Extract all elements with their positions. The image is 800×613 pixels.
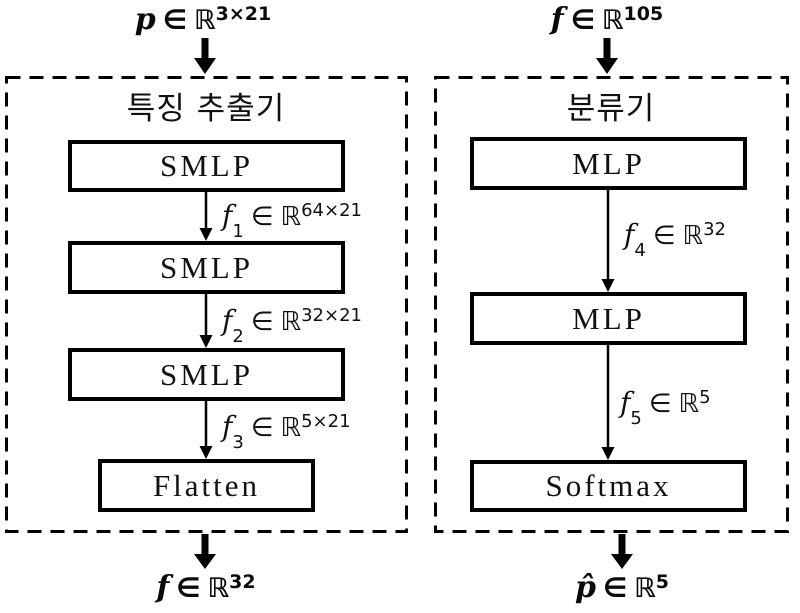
math-var: f: [222, 410, 233, 443]
flatten-box: Flatten: [98, 459, 315, 512]
math-sup: 32×21: [301, 305, 362, 326]
set-symbol: ℝ: [280, 413, 302, 443]
element-of-symbol: ∈: [250, 307, 274, 337]
edge-label-f1: f1 ∈ℝ64×21: [222, 199, 362, 240]
input-label-right: f∈ℝ105: [457, 2, 757, 37]
math-var: f: [222, 199, 233, 232]
math-var: f: [222, 304, 233, 337]
input-arrow-right: [596, 38, 618, 74]
element-of-symbol: ∈: [652, 221, 676, 251]
math-sup: 5: [699, 387, 711, 408]
math-var: f: [620, 386, 631, 419]
edge-arrow-f2: [199, 294, 213, 348]
math-sup: 5: [655, 570, 670, 593]
math-sup: 64×21: [301, 200, 362, 221]
element-of-symbol: ∈: [162, 5, 187, 36]
element-of-symbol: ∈: [648, 389, 672, 419]
smlp-box-3: SMLP: [68, 348, 345, 401]
feature-extractor-title: 특징 추출기: [126, 91, 286, 127]
element-of-symbol: ∈: [570, 5, 595, 36]
element-of-symbol: ∈: [250, 202, 274, 232]
set-symbol: ℝ: [682, 221, 704, 251]
math-sub: 2: [232, 325, 244, 347]
edge-arrow-f3: [199, 401, 213, 459]
edge-arrow-f1: [199, 192, 213, 241]
classifier-border: [434, 76, 789, 533]
math-var: f: [624, 218, 635, 251]
edge-label-f2: f2 ∈ℝ32×21: [222, 304, 362, 345]
math-sup: 32: [703, 219, 726, 240]
set-symbol: ℝ: [207, 573, 230, 604]
math-sub: 1: [232, 220, 244, 242]
edge-label-f5: f5∈ℝ5: [620, 386, 711, 427]
mlp-box-2: MLP: [470, 292, 747, 345]
mlp-box-1: MLP: [470, 137, 747, 190]
smlp-box-2: SMLP: [68, 241, 345, 294]
math-var: f: [156, 570, 170, 605]
math-sup: 3×21: [215, 2, 272, 25]
input-label-left: p∈ℝ3×21: [53, 2, 353, 37]
output-arrow-right: [611, 534, 633, 569]
output-label-right: p̂∈ℝ5: [472, 570, 772, 605]
set-symbol: ℝ: [280, 307, 302, 337]
edge-arrow-f4: [601, 190, 615, 292]
set-symbol: ℝ: [634, 573, 656, 604]
math-var: p: [134, 2, 156, 37]
math-sub: 4: [634, 239, 646, 261]
edge-arrow-f5: [601, 345, 615, 460]
edge-label-f4: f4 ∈ℝ32: [624, 218, 726, 259]
input-arrow-left: [194, 38, 216, 74]
math-sub: 5: [630, 407, 642, 429]
math-sub: 3: [232, 431, 244, 453]
element-of-symbol: ∈: [250, 413, 274, 443]
math-sup: 5×21: [301, 411, 351, 432]
math-var: p̂: [574, 570, 596, 605]
set-symbol: ℝ: [193, 5, 216, 36]
set-symbol: ℝ: [601, 5, 624, 36]
output-label-left: f∈ℝ32: [56, 570, 356, 605]
math-sup: 32: [229, 570, 256, 593]
set-symbol: ℝ: [280, 202, 302, 232]
edge-label-f3: f3 ∈ℝ5×21: [222, 410, 351, 451]
math-var: f: [550, 2, 564, 37]
softmax-box: Softmax: [470, 460, 747, 512]
element-of-symbol: ∈: [602, 573, 628, 604]
smlp-box-1: SMLP: [68, 140, 345, 192]
classifier-title: 분류기: [566, 91, 656, 127]
element-of-symbol: ∈: [176, 573, 201, 604]
feature-extractor-border: [5, 76, 408, 533]
math-sup: 105: [623, 2, 664, 25]
set-symbol: ℝ: [678, 389, 700, 419]
output-arrow-left: [194, 534, 216, 569]
